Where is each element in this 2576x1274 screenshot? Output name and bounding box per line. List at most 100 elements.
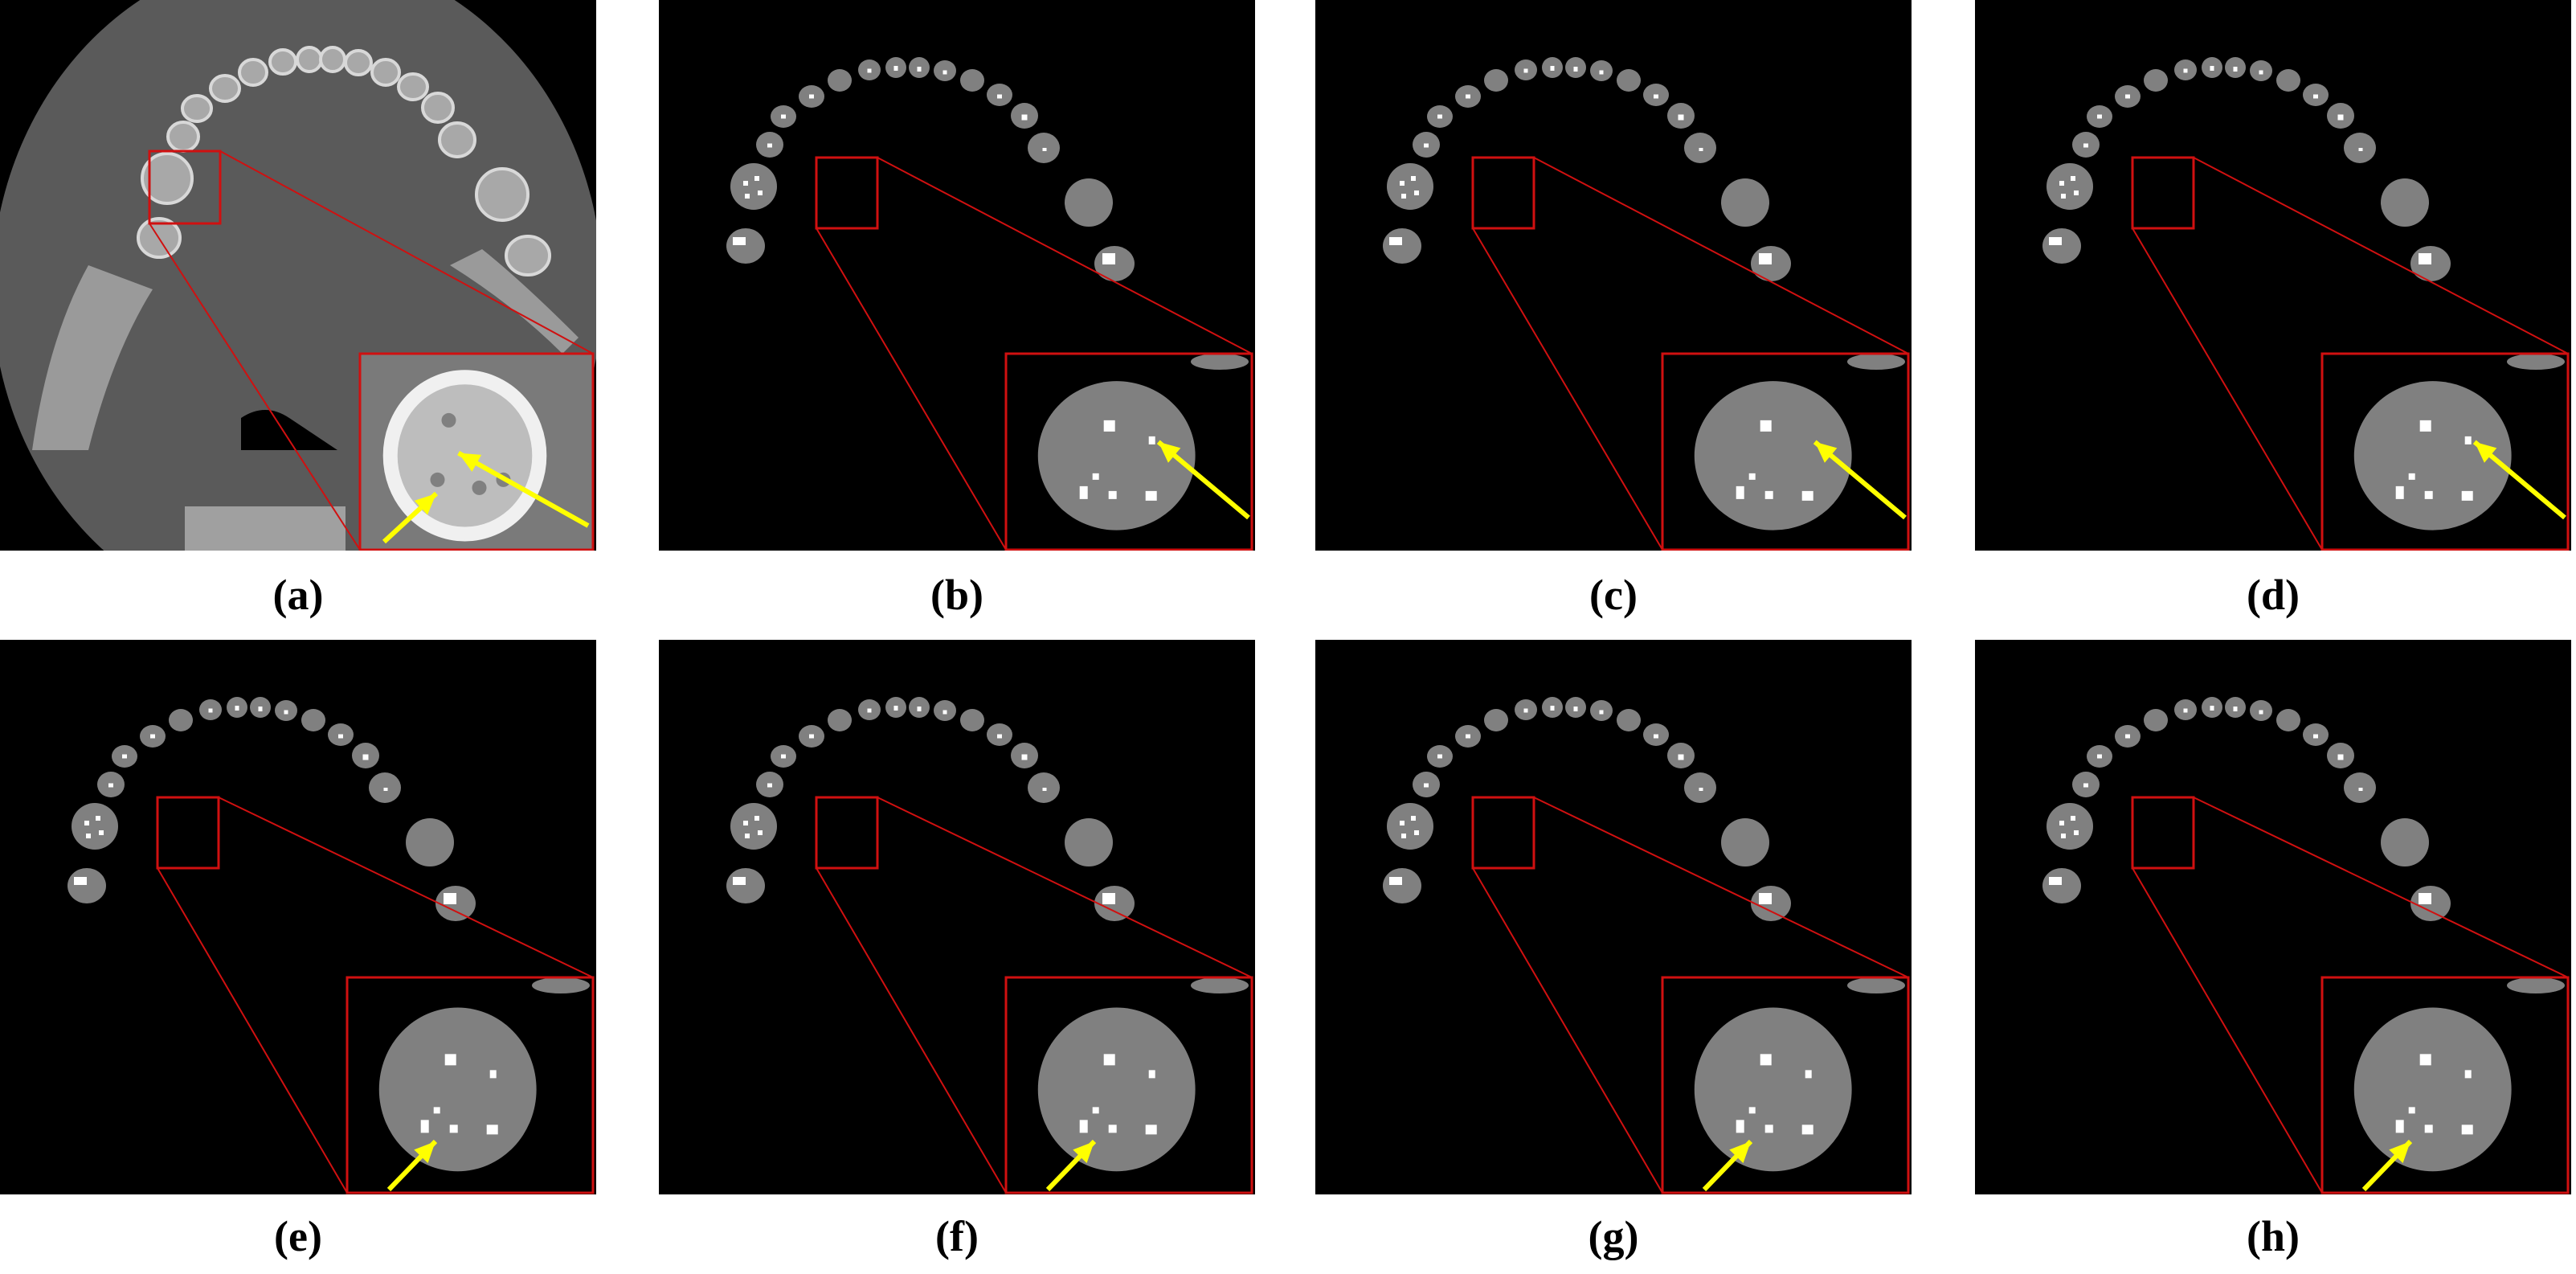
yellow-arrow-icon [457, 451, 590, 528]
tooth-segment [2042, 868, 2081, 903]
ct-tooth [505, 235, 551, 277]
defect-pixel [1145, 1124, 1157, 1135]
pulp-pixel [1102, 253, 1115, 264]
pulp-pixel [2419, 253, 2431, 264]
pulp-pixel [96, 816, 100, 821]
caption-c: (c) [1589, 571, 1638, 619]
pulp-pixel [1678, 754, 1684, 760]
segmentation-group [0, 640, 596, 1194]
panel-h [1975, 640, 2571, 1194]
zoom-connector-line [149, 223, 361, 551]
zoom-connector-line [816, 867, 1007, 1194]
caption-a: (a) [272, 571, 324, 619]
zoom-region-box [156, 796, 220, 870]
pulp-pixel [997, 734, 1002, 739]
zoom-region-box [815, 156, 879, 230]
pulp-pixel [74, 877, 87, 885]
pulp-pixel [2358, 148, 2363, 151]
zoom-region-box [2131, 796, 2195, 870]
defect-pixel [2461, 490, 2473, 501]
ct-tooth [209, 74, 241, 103]
pulp-pixel [2210, 66, 2214, 71]
arrowhead-icon [1073, 1141, 1094, 1164]
ct-tooth [344, 49, 373, 76]
zoom-connector-line [2132, 227, 2323, 551]
defect-pixel [2424, 490, 2433, 499]
zoom-connector-line [219, 150, 594, 354]
defect-pixel [2419, 420, 2431, 432]
panel-g [1315, 640, 1912, 1194]
ct-tooth [438, 121, 476, 158]
pulp-pixel [1389, 237, 1402, 245]
defect-pixel [1748, 1107, 1756, 1114]
pulp-pixel [917, 67, 922, 72]
pulp-pixel [893, 66, 898, 71]
zoom-region-box [815, 796, 879, 870]
zoom-connector-line [2132, 867, 2323, 1194]
segmentation-image-e [0, 640, 596, 1194]
tooth-segment [67, 868, 106, 903]
arrowhead-icon [414, 1141, 435, 1164]
tooth-segment [1617, 709, 1641, 731]
defect-pixel [1145, 490, 1157, 501]
segmentation-group [659, 0, 1255, 551]
defect-pixel [1760, 1054, 1772, 1066]
panel-a [0, 0, 596, 551]
defect-pixel [2395, 1120, 2404, 1133]
pulp-pixel [745, 834, 750, 838]
zoom-inset [2322, 977, 2568, 1193]
segmentation-group [659, 640, 1255, 1194]
pulp-pixel [1414, 830, 1419, 835]
pulp-pixel [2049, 237, 2062, 245]
ct-image-a [0, 0, 596, 551]
zoom-connector-line [2193, 797, 2569, 978]
tooth-segment [169, 709, 193, 731]
zoom-inset-frame [1004, 352, 1253, 551]
pulp-pixel [2210, 706, 2214, 711]
tooth-segment [2381, 818, 2429, 866]
tooth-segment [2276, 709, 2300, 731]
pulp-pixel [758, 830, 763, 835]
tooth-segment [2046, 803, 2093, 850]
zoomed-tooth-segment [1694, 1007, 1852, 1172]
arrowhead-icon [1814, 441, 1838, 463]
tooth-segment [2276, 69, 2300, 92]
pulp-pixel [2061, 834, 2066, 838]
pulp-pixel [809, 94, 814, 99]
tooth-segment [828, 69, 852, 92]
pulp-pixel [1401, 194, 1406, 199]
ct-tooth [296, 46, 323, 73]
tooth-segment [2144, 709, 2168, 731]
pulp-pixel [2071, 176, 2075, 181]
defect-pixel [420, 1120, 429, 1133]
ct-tooth [397, 72, 429, 101]
panel-e [0, 640, 596, 1194]
tooth-segment [72, 803, 118, 850]
tooth-segment [828, 709, 852, 731]
pulp-pixel [2074, 190, 2079, 195]
defect-pixel [449, 1124, 458, 1133]
pulp-pixel [1466, 94, 1470, 99]
pulp-pixel [2233, 67, 2238, 72]
pulp-pixel [767, 783, 772, 788]
pulp-pixel [733, 237, 746, 245]
tooth-segment [1065, 818, 1113, 866]
pulp-pixel [362, 754, 369, 760]
defect-pixel [1805, 1070, 1812, 1079]
segmentation-image-b [659, 0, 1255, 551]
tooth-segment [2381, 178, 2429, 227]
neighbor-tooth-edge [1191, 977, 1249, 993]
pulp-pixel [108, 783, 113, 788]
zoom-inset [2322, 354, 2568, 550]
pulp-pixel [1573, 67, 1578, 72]
pulp-pixel [150, 734, 155, 739]
pulp-pixel [2083, 783, 2088, 788]
defect-pixel [1079, 1120, 1088, 1133]
zoom-connector-line [1472, 227, 1663, 551]
tooth-segment [730, 803, 777, 850]
pulp-pixel [2061, 194, 2066, 199]
defect-pixel [2464, 1070, 2472, 1079]
pulp-pixel [284, 710, 288, 715]
defect-pixel [1103, 420, 1115, 432]
pulp-pixel [1102, 893, 1115, 904]
